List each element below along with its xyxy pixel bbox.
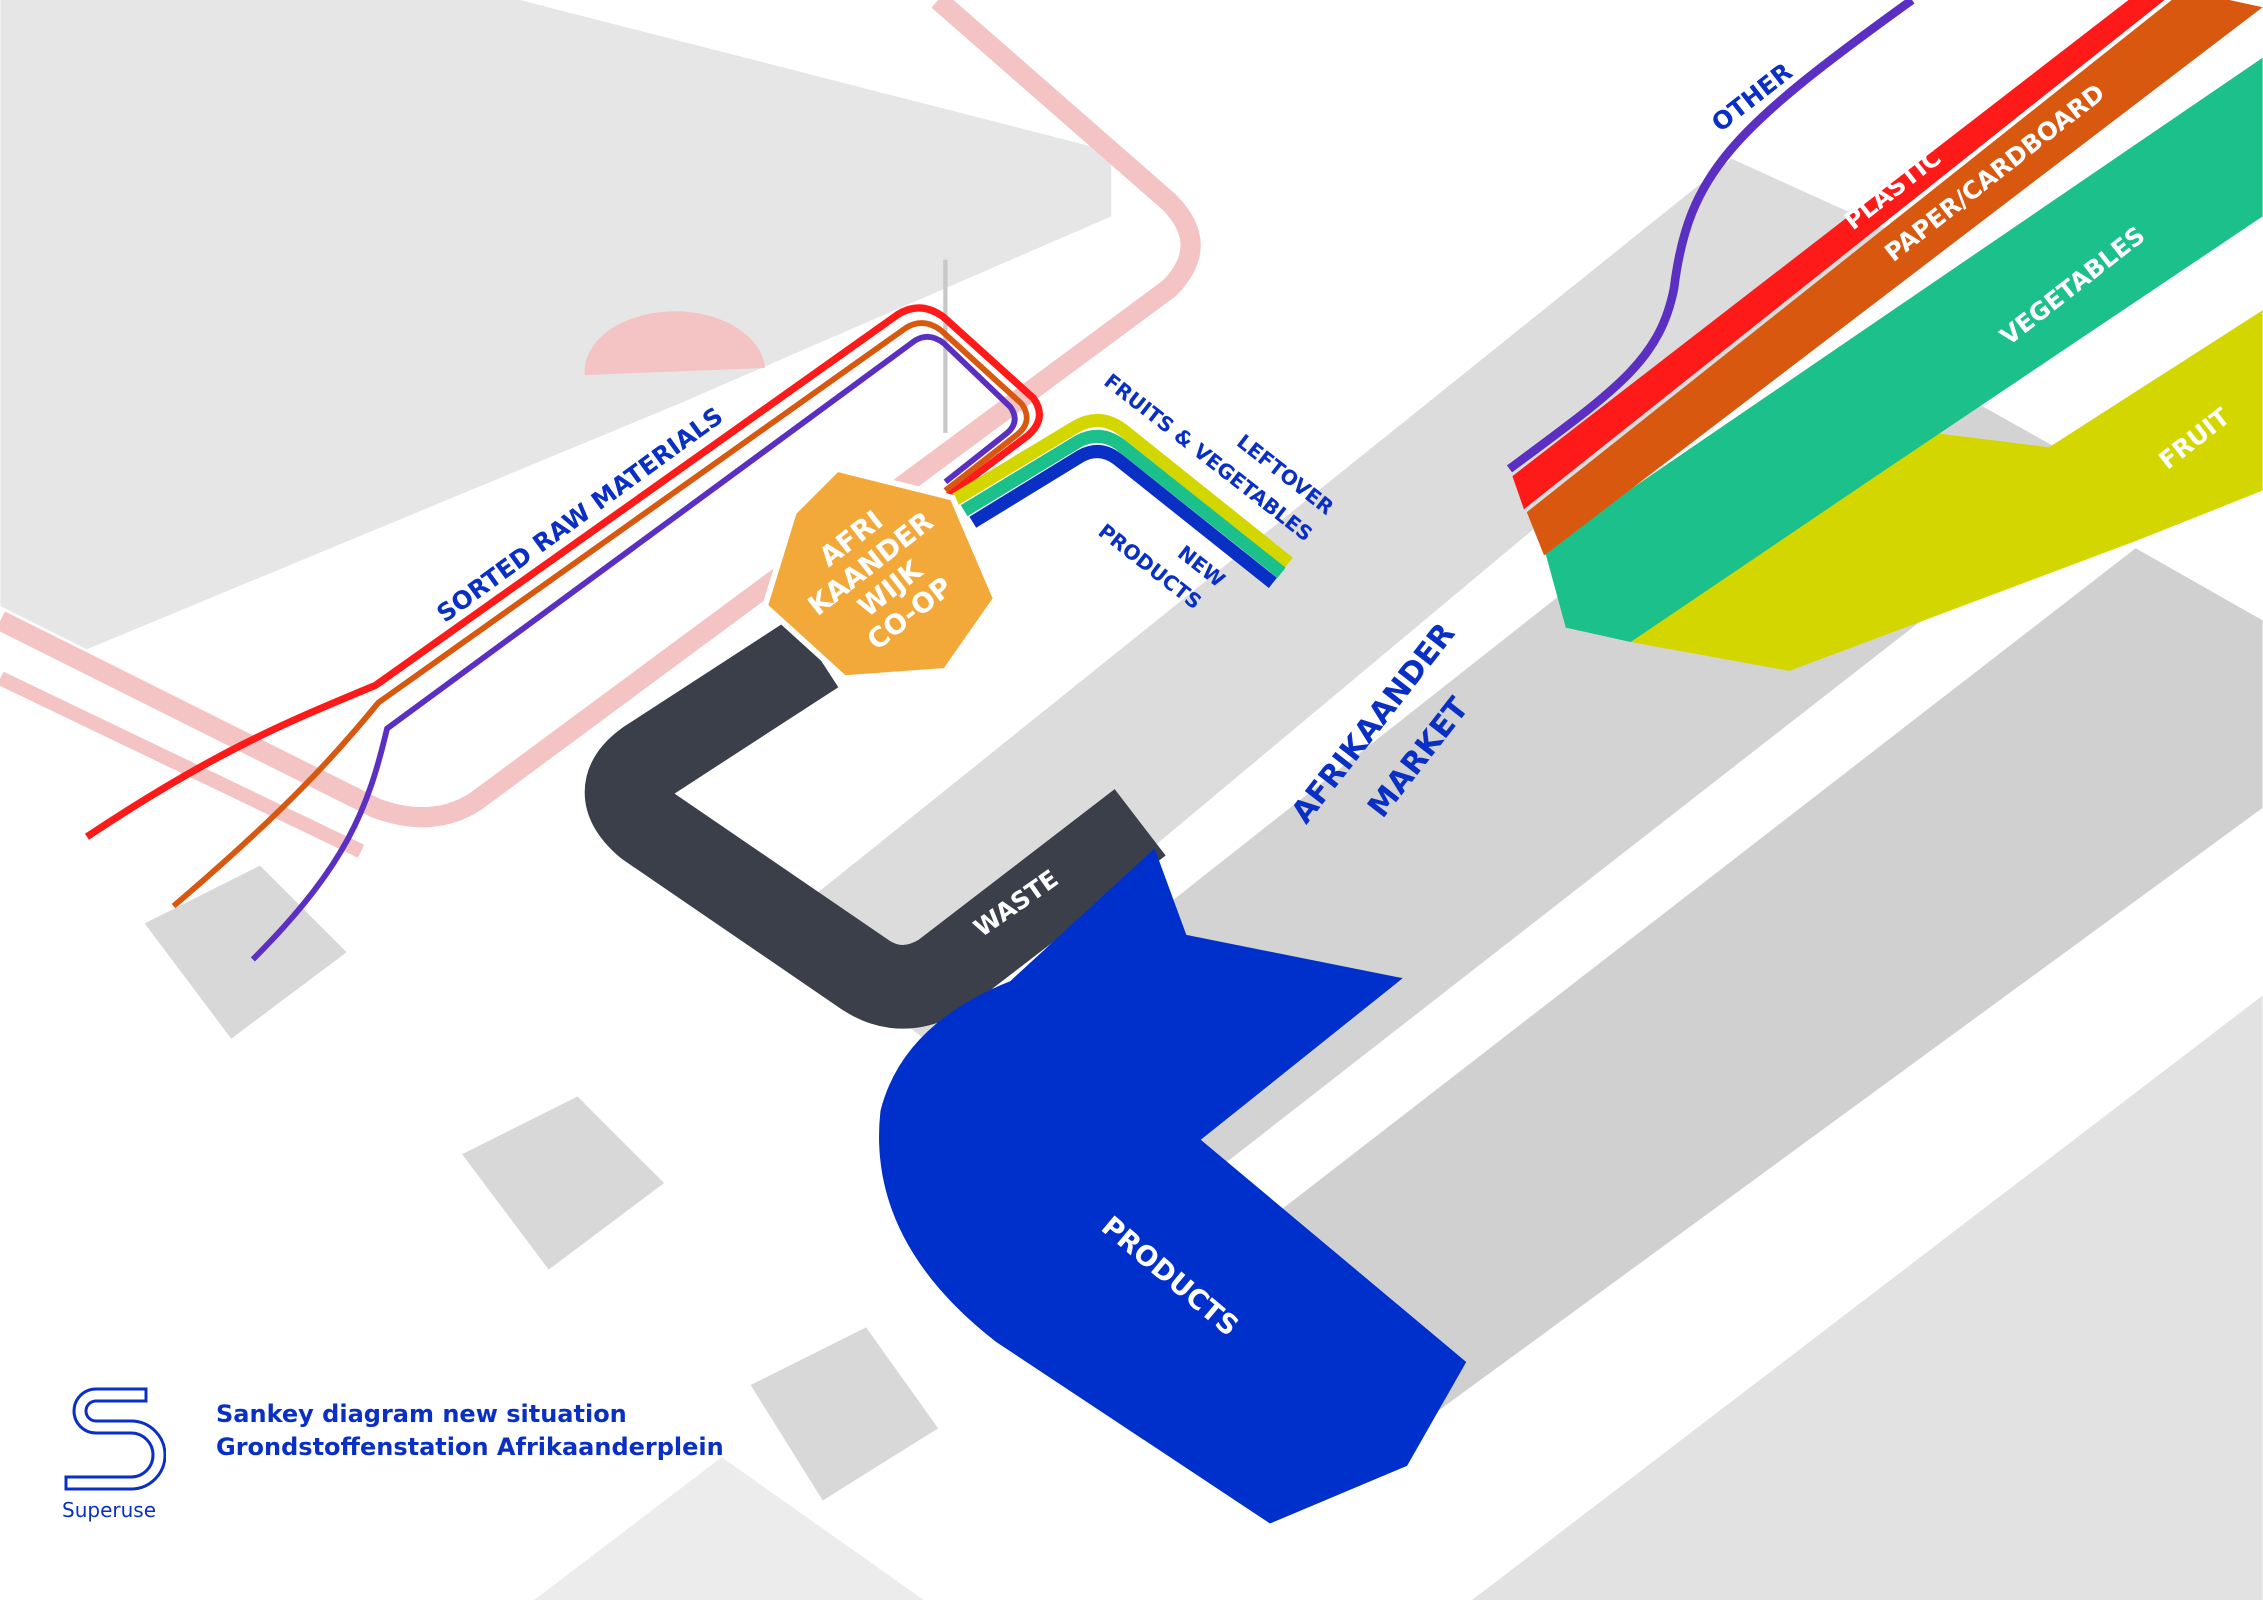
building-block [0, 0, 1112, 650]
hub-hexagon [761, 465, 1000, 682]
flow-raw-other [250, 333, 1018, 962]
flow-other [1506, 0, 1915, 473]
sorted-raw-materials-flow [84, 304, 1043, 962]
flow-new-products [969, 445, 1277, 588]
tree [750, 1327, 939, 1501]
input-flows [1506, 0, 2263, 671]
flow-fruit [1630, 310, 2263, 671]
market-strip [779, 158, 1891, 1039]
red-semicircle [584, 311, 766, 376]
flow-vegetables [1544, 57, 2263, 643]
ground-block [534, 1457, 924, 1600]
tree [462, 1096, 665, 1270]
flow-raw-paper [171, 320, 1030, 909]
flow-paper-cardboard [1526, 0, 2263, 556]
caption-line: Grondstoffenstation Afrikaanderplein [216, 1433, 724, 1461]
leftover-flow [952, 414, 1293, 588]
diagram-caption: Sankey diagram new situation Grondstoffe… [216, 1398, 724, 1464]
flow-waste [585, 617, 1166, 1029]
superuse-s-logo-icon [64, 1387, 166, 1491]
brand-name: Superuse [62, 1498, 156, 1522]
flow-leftover-vegetables [960, 429, 1286, 578]
flow-plastic [1512, 0, 2165, 510]
flow-leftover-fruit [952, 414, 1293, 568]
market-strip [1241, 548, 2263, 1429]
track-inner [0, 671, 365, 858]
hub-coop: AFRI KAANDER WIJK CO-OP [761, 465, 1000, 682]
caption-line: Sankey diagram new situation [216, 1400, 627, 1428]
flow-products [879, 848, 1467, 1524]
flow-raw-plastic [84, 304, 1043, 840]
